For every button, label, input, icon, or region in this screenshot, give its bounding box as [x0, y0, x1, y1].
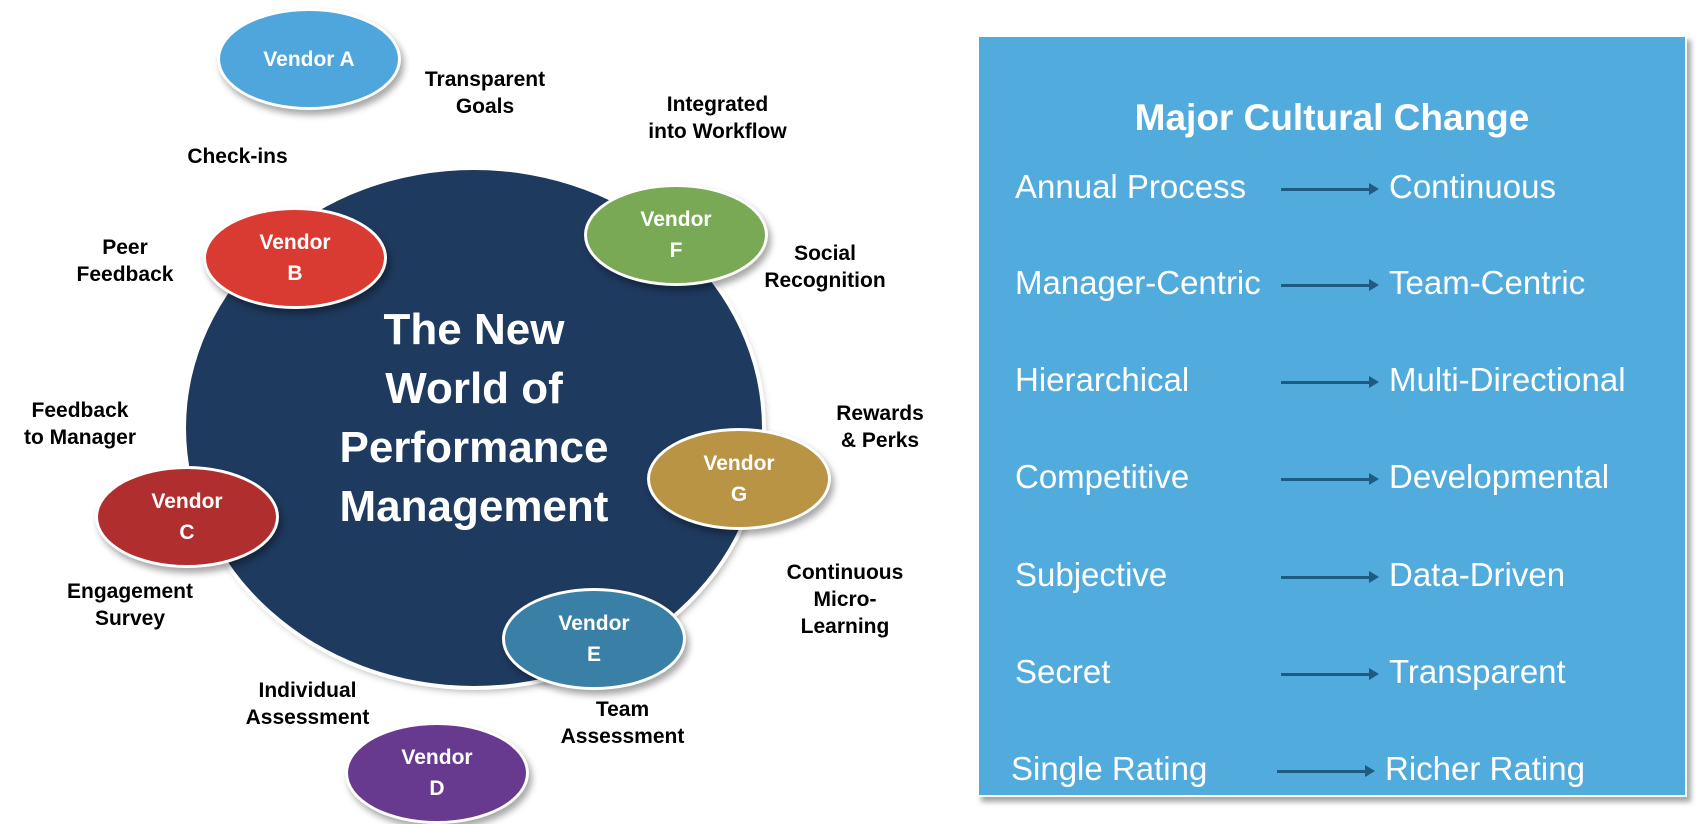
- feature-label-line: Learning: [800, 615, 890, 638]
- change-to: Richer Rating: [1385, 750, 1585, 787]
- vendor-letter: F: [669, 239, 683, 262]
- change-row: Competitive Developmental: [979, 458, 1685, 502]
- feature-label-line: Integrated: [666, 93, 769, 116]
- change-from: Secret: [1015, 653, 1111, 690]
- cultural-change-panel: Major Cultural Change Annual Process Con…: [977, 35, 1687, 797]
- change-to: Developmental: [1389, 458, 1610, 495]
- change-from: Single Rating: [1011, 750, 1208, 787]
- feature-label-line: Peer: [102, 236, 148, 259]
- vendor-label: Vendor: [259, 231, 331, 254]
- feature-integrated-into-workflow: Integrated into Workflow: [630, 91, 805, 145]
- arrow-right-icon: [1281, 473, 1379, 485]
- feature-label-line: Recognition: [764, 269, 886, 292]
- change-to: Multi-Directional: [1389, 361, 1626, 398]
- vendor-b: Vendor B: [203, 207, 387, 309]
- change-from: Manager-Centric: [1015, 264, 1261, 301]
- hub-title-line: World of: [385, 364, 563, 413]
- hub-title-line: Management: [339, 482, 609, 531]
- feature-label-line: Individual: [258, 679, 357, 702]
- change-to: Data-Driven: [1389, 556, 1566, 593]
- change-row: Manager-Centric Team-Centric: [979, 264, 1685, 308]
- feature-label-line: Goals: [455, 95, 515, 118]
- vendor-f: Vendor F: [584, 184, 768, 286]
- feature-label-line: into Workflow: [648, 120, 787, 143]
- change-to: Team-Centric: [1389, 264, 1586, 301]
- hub-title: The New World of Performance Management: [186, 300, 762, 536]
- vendor-label: Vendor: [640, 208, 712, 231]
- feature-label-line: Feedback: [31, 399, 129, 422]
- vendor-label: Vendor: [151, 490, 223, 513]
- vendor-a: Vendor A: [217, 8, 401, 110]
- arrow-right-icon: [1281, 571, 1379, 583]
- change-row: Subjective Data-Driven: [979, 556, 1685, 600]
- arrow-right-icon: [1281, 668, 1379, 680]
- feature-label-line: Check-ins: [187, 145, 288, 168]
- arrow-right-icon: [1281, 279, 1379, 291]
- vendor-letter: D: [429, 777, 445, 800]
- feature-check-ins: Check-ins: [170, 143, 305, 170]
- vendor-c: Vendor C: [95, 466, 279, 568]
- vendor-letter: C: [179, 521, 195, 544]
- change-from: Subjective: [1015, 556, 1168, 593]
- change-to: Transparent: [1389, 653, 1566, 690]
- feature-label-line: Assessment: [560, 725, 685, 748]
- feature-label-line: Survey: [94, 607, 166, 630]
- hub-title-line: Performance: [339, 423, 609, 472]
- vendor-d: Vendor D: [345, 722, 529, 824]
- change-from: Competitive: [1015, 458, 1190, 495]
- vendor-label: Vendor: [401, 746, 473, 769]
- feature-label-line: to Manager: [23, 426, 136, 449]
- change-row: Hierarchical Multi-Directional: [979, 361, 1685, 405]
- vendor-e: Vendor E: [502, 588, 686, 690]
- vendor-letter: E: [586, 643, 601, 666]
- arrow-right-icon: [1277, 765, 1375, 777]
- feature-label-line: Continuous: [786, 561, 904, 584]
- change-row: Secret Transparent: [979, 653, 1685, 697]
- feature-label-line: Micro-: [813, 588, 877, 611]
- feature-label-line: Transparent: [424, 68, 546, 91]
- feature-label-line: Assessment: [245, 706, 370, 729]
- arrow-right-icon: [1281, 376, 1379, 388]
- feature-label-line: Team: [595, 698, 650, 721]
- vendor-label: Vendor A: [263, 47, 355, 71]
- change-from: Annual Process: [1015, 168, 1247, 205]
- vendor-letter: B: [287, 262, 303, 285]
- vendor-label: Vendor: [703, 452, 775, 475]
- feature-rewards-perks: Rewards & Perks: [820, 400, 940, 454]
- change-from: Hierarchical: [1015, 361, 1190, 398]
- vendor-letter: G: [730, 483, 748, 506]
- arrow-right-icon: [1281, 183, 1379, 195]
- change-to: Continuous: [1389, 168, 1556, 205]
- hub-title-line: The New: [383, 305, 565, 354]
- change-row: Annual Process Continuous: [979, 168, 1685, 212]
- feature-label-line: Social: [794, 242, 856, 265]
- vendor-label: Vendor: [558, 612, 630, 635]
- feature-label-line: & Perks: [840, 429, 920, 452]
- feature-feedback-to-manager: Feedback to Manager: [10, 397, 150, 451]
- panel-title: Major Cultural Change: [1134, 97, 1530, 138]
- change-row: Single Rating Richer Rating: [979, 750, 1685, 794]
- vendor-g: Vendor G: [647, 428, 831, 530]
- feature-label-line: Engagement: [66, 580, 194, 603]
- feature-label-line: Feedback: [76, 263, 174, 286]
- feature-label-line: Rewards: [836, 402, 924, 425]
